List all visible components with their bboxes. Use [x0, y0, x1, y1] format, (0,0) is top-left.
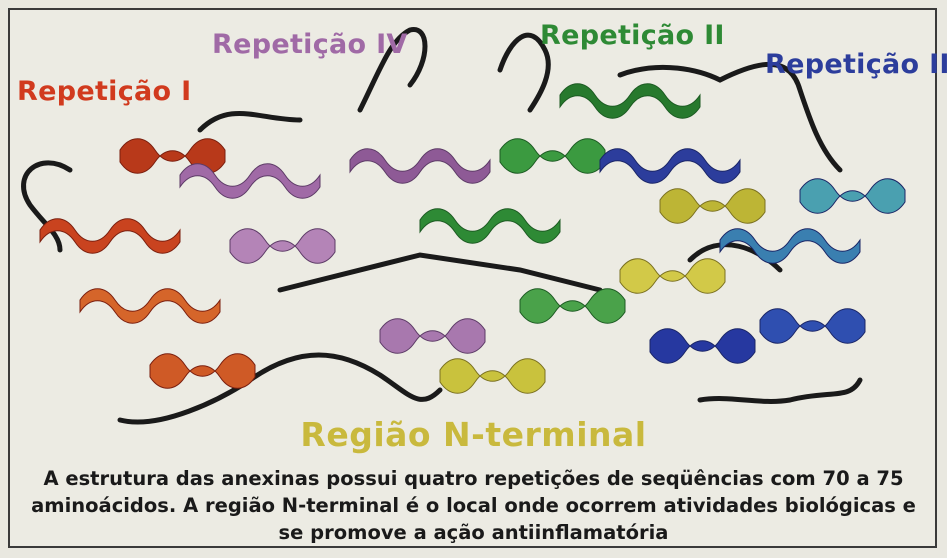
- figure-caption: A estrutura das anexinas possui quatro r…: [31, 467, 916, 544]
- helix-ribbon: [349, 148, 491, 184]
- helix-ribbon: [229, 228, 336, 264]
- label-repeat-1: Repetição I: [17, 76, 192, 107]
- label-repeat-3: Repetição III: [765, 49, 947, 80]
- helix-ribbon: [559, 83, 701, 119]
- helix-ribbon: [649, 328, 756, 364]
- helix-ribbon: [499, 138, 606, 174]
- helix-ribbon: [799, 178, 906, 214]
- label-repeat-4: Repetição IV: [212, 29, 408, 60]
- helix-ribbon: [519, 288, 626, 324]
- coil-backbone: [21, 27, 863, 425]
- helix-group-repeat-2: [419, 83, 701, 324]
- helix-group-repeat-4: [179, 148, 491, 354]
- helix-ribbon: [719, 228, 861, 264]
- helix-ribbon: [619, 258, 726, 294]
- helix-ribbon: [759, 308, 866, 344]
- helix-group-n-terminal: [439, 188, 766, 394]
- helix-ribbon: [39, 218, 181, 254]
- helix-ribbon: [659, 188, 766, 224]
- helix-ribbon: [79, 288, 221, 324]
- helix-ribbon: [419, 208, 561, 244]
- helix-ribbon: [379, 318, 486, 354]
- helix-ribbon: [599, 148, 741, 184]
- label-n-terminal: Região N-terminal: [300, 415, 647, 454]
- helix-group-repeat-1: [39, 138, 256, 389]
- helix-ribbon: [439, 358, 546, 394]
- helix-group-repeat-3: [599, 148, 906, 364]
- figure-frame: [8, 8, 937, 548]
- helix-ribbon: [179, 163, 321, 199]
- helix-ribbon: [149, 353, 256, 389]
- label-repeat-2: Repetição II: [540, 20, 725, 51]
